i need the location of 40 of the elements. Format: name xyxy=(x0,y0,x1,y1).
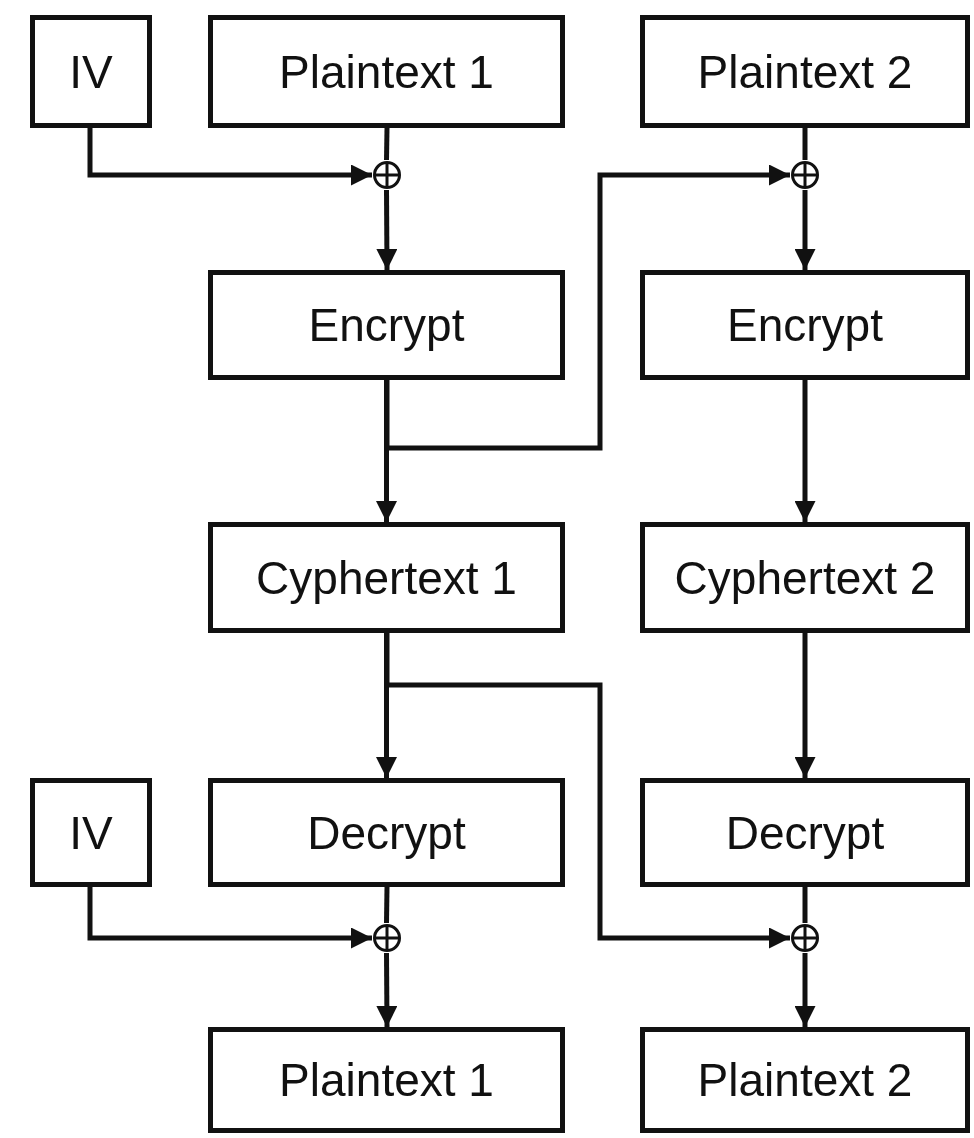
xor-symbol xyxy=(790,923,820,953)
box-label: Plaintext 1 xyxy=(279,44,494,99)
process-box xyxy=(208,522,565,633)
process-box xyxy=(208,778,565,887)
arrow xyxy=(376,190,398,270)
xor-symbol xyxy=(372,160,402,190)
box-label: Encrypt xyxy=(308,298,465,352)
process-box xyxy=(640,1027,970,1133)
box-label: Cyphertext 1 xyxy=(256,550,517,605)
process-box xyxy=(208,15,565,128)
process-box xyxy=(640,270,970,380)
box-label: IV xyxy=(69,805,113,860)
process-box xyxy=(208,1027,565,1133)
arrow xyxy=(794,380,816,522)
arrow xyxy=(794,190,816,270)
box-label: Encrypt xyxy=(727,298,883,352)
box-label: Plaintext 2 xyxy=(697,44,913,99)
arrow xyxy=(794,953,816,1027)
xor-symbol xyxy=(372,923,402,953)
arrow xyxy=(376,953,398,1027)
process-box xyxy=(640,15,970,128)
box-label: Cyphertext 2 xyxy=(674,550,936,605)
arrow xyxy=(376,633,397,778)
box-label: IV xyxy=(69,44,113,99)
arrow xyxy=(87,887,372,949)
process-box xyxy=(30,778,152,887)
arrow xyxy=(87,128,372,186)
process-box xyxy=(30,15,152,128)
arrow xyxy=(376,380,397,522)
box-label: Decrypt xyxy=(307,805,466,860)
arrow xyxy=(794,633,816,778)
box-label: Plaintext 2 xyxy=(697,1053,913,1107)
box-label: Plaintext 1 xyxy=(279,1053,494,1107)
xor-symbol xyxy=(790,160,820,190)
arrow xyxy=(384,633,790,949)
process-box xyxy=(208,270,565,380)
process-box xyxy=(640,778,970,887)
arrow xyxy=(384,164,790,451)
box-label: Decrypt xyxy=(725,805,885,860)
process-box xyxy=(640,522,970,633)
